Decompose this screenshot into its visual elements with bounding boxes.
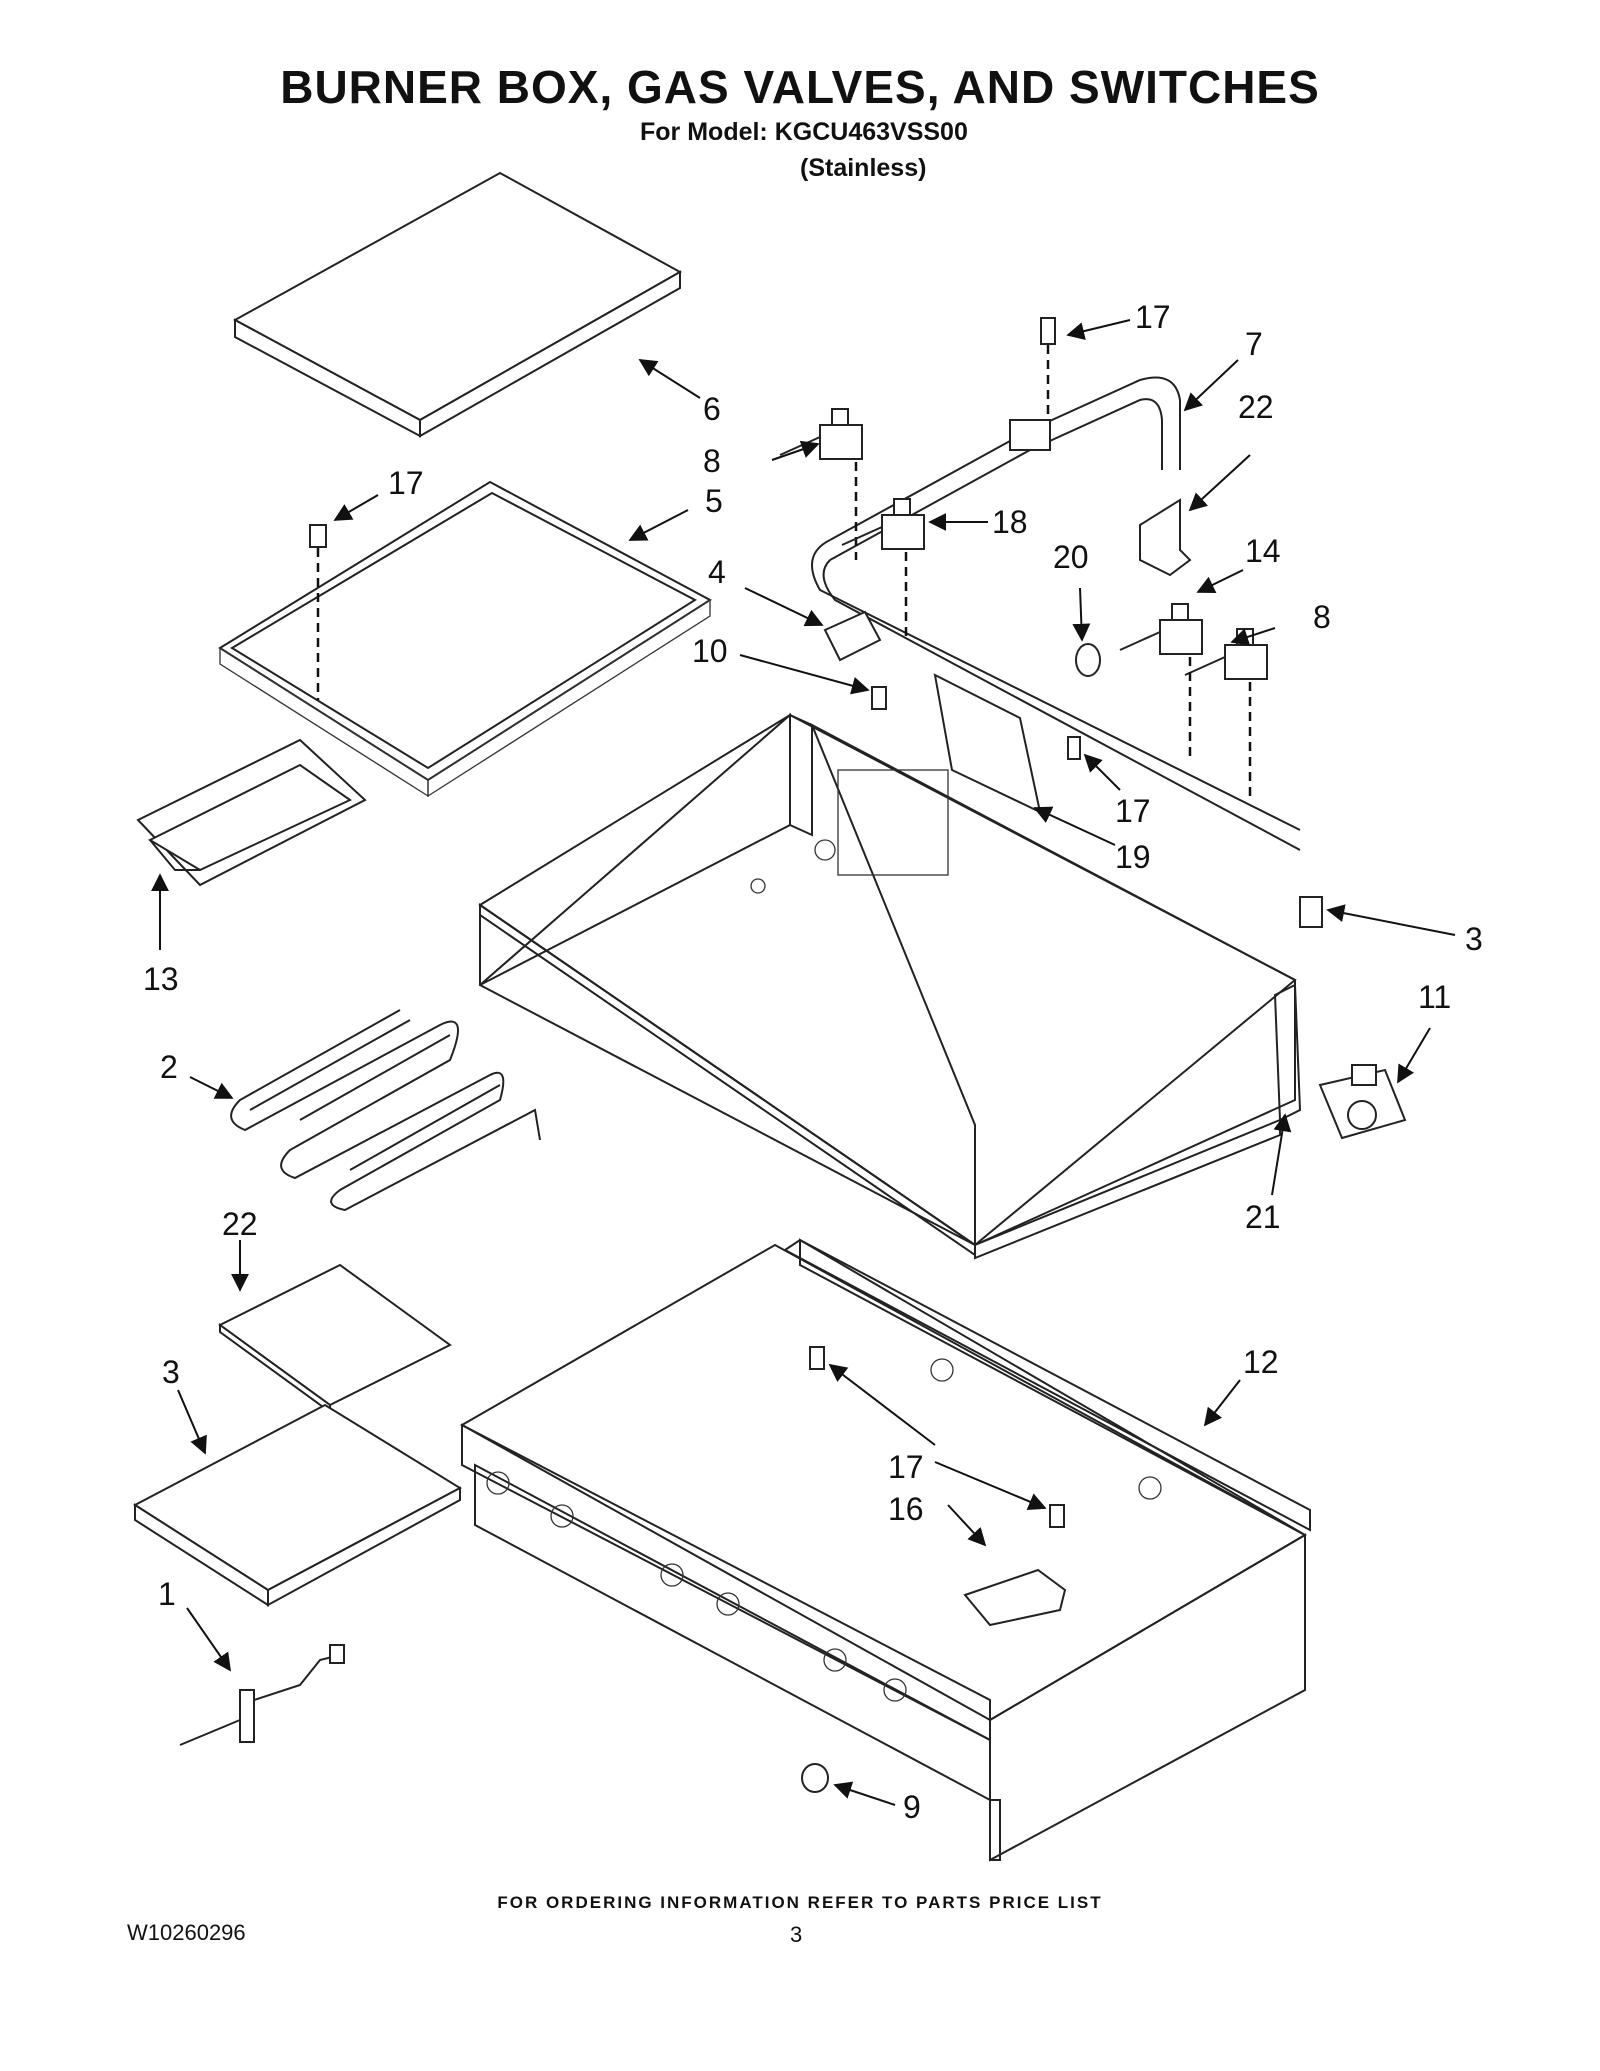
leader-arrows xyxy=(151,319,1456,1806)
part-disc xyxy=(1075,643,1101,677)
part-cap xyxy=(801,1763,829,1793)
callout-label: 5 xyxy=(705,483,723,519)
part-small-plate xyxy=(218,1263,452,1414)
callout-label: 17 xyxy=(1135,299,1171,335)
part-grease-tray xyxy=(136,738,367,887)
callout-label: 3 xyxy=(1465,921,1483,957)
part-bracket-upper xyxy=(1139,498,1192,577)
callout-label: 13 xyxy=(143,961,179,997)
callout-label: 6 xyxy=(703,391,721,427)
callout-label: 9 xyxy=(903,1789,921,1825)
model-line: For Model: KGCU463VSS00 xyxy=(640,118,968,146)
callout-label: 10 xyxy=(692,633,728,669)
part-frame xyxy=(218,480,712,798)
document-number: W10260296 xyxy=(127,1920,246,1945)
part-cover-plate xyxy=(933,673,1081,814)
callout-label: 8 xyxy=(703,443,721,479)
part-griddle-plate xyxy=(232,171,683,438)
callout-labels: 17 7 22 6 8 18 17 5 4 20 14 8 10 17 19 1… xyxy=(143,299,1483,1825)
callout-label: 20 xyxy=(1053,539,1089,575)
part-shield xyxy=(133,1403,463,1607)
part-fitting xyxy=(1299,896,1323,928)
callout-label: 1 xyxy=(158,1576,176,1612)
callout-label: 12 xyxy=(1243,1344,1279,1380)
part-heating-element xyxy=(230,1009,541,1212)
callout-label: 16 xyxy=(888,1491,924,1527)
part-burner-box xyxy=(478,712,1302,1260)
ordering-note: FOR ORDERING INFORMATION REFER TO PARTS … xyxy=(497,1893,1103,1912)
callout-label: 17 xyxy=(888,1449,924,1485)
callout-label: 7 xyxy=(1245,326,1263,362)
part-burner-pan xyxy=(459,1238,1311,1862)
part-clip-and-screw xyxy=(823,610,887,710)
callout-label: 2 xyxy=(160,1049,178,1085)
callout-label: 4 xyxy=(708,554,726,590)
callout-label: 18 xyxy=(992,504,1028,540)
page-title: BURNER BOX, GAS VALVES, AND SWITCHES xyxy=(280,61,1320,113)
part-gas-valves xyxy=(779,408,1268,800)
callout-label: 21 xyxy=(1245,1199,1281,1235)
part-manifold-tube xyxy=(811,317,1301,851)
callout-label: 22 xyxy=(222,1206,258,1242)
callout-label: 11 xyxy=(1418,979,1451,1015)
part-lower-bracket xyxy=(809,1346,1067,1627)
part-regulator xyxy=(1318,1064,1407,1140)
part-igniter xyxy=(179,1644,345,1746)
callout-label: 22 xyxy=(1238,389,1274,425)
callout-label: 19 xyxy=(1115,839,1151,875)
callout-label: 3 xyxy=(162,1354,180,1390)
variant-label: (Stainless) xyxy=(800,154,927,182)
callout-label: 17 xyxy=(1115,793,1151,829)
page-number: 3 xyxy=(790,1922,803,1947)
callout-label: 17 xyxy=(388,465,424,501)
callout-label: 8 xyxy=(1313,599,1331,635)
callout-label: 14 xyxy=(1245,533,1281,569)
